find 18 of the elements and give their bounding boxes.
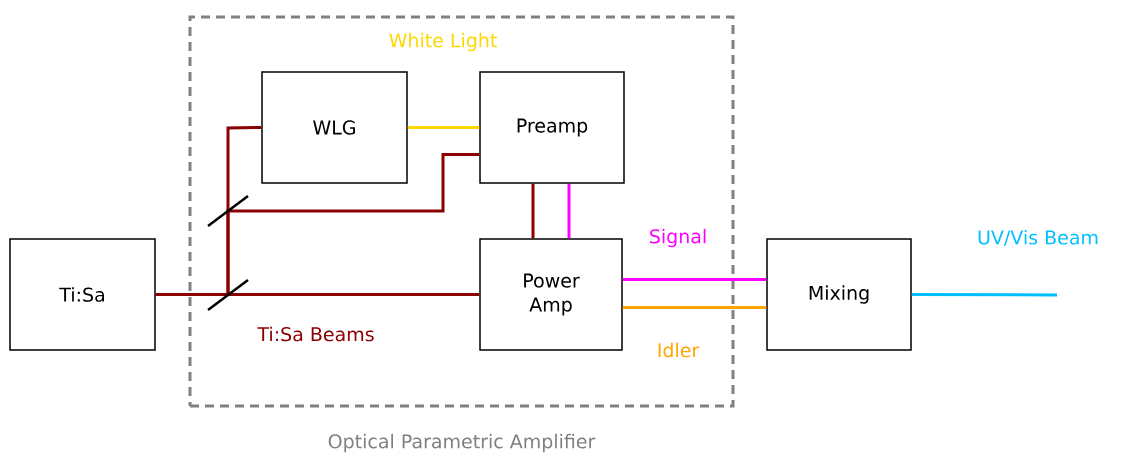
process-box: Ti:Sa <box>9 238 156 351</box>
edge-label: Idler <box>658 342 700 358</box>
process-box: Preamp <box>479 71 625 184</box>
beam-line <box>911 293 1057 297</box>
process-box: WLG <box>261 71 408 184</box>
process-box: Mixing <box>766 238 912 351</box>
beam-line <box>622 306 767 309</box>
edge-label: Ti:Sa Beams <box>257 326 374 342</box>
beam-line <box>531 183 535 239</box>
beam-line <box>622 278 767 281</box>
edge-label: UV/Vis Beam <box>978 229 1098 247</box>
beam-line <box>155 153 480 296</box>
beam-line <box>567 183 571 239</box>
process-box: Power Amp <box>479 238 623 351</box>
beam-line <box>407 126 480 129</box>
node-label: Optical Parametric Amplifier <box>328 433 596 453</box>
edge-label: White Light <box>389 32 497 52</box>
edge-label: Signal <box>650 228 706 248</box>
